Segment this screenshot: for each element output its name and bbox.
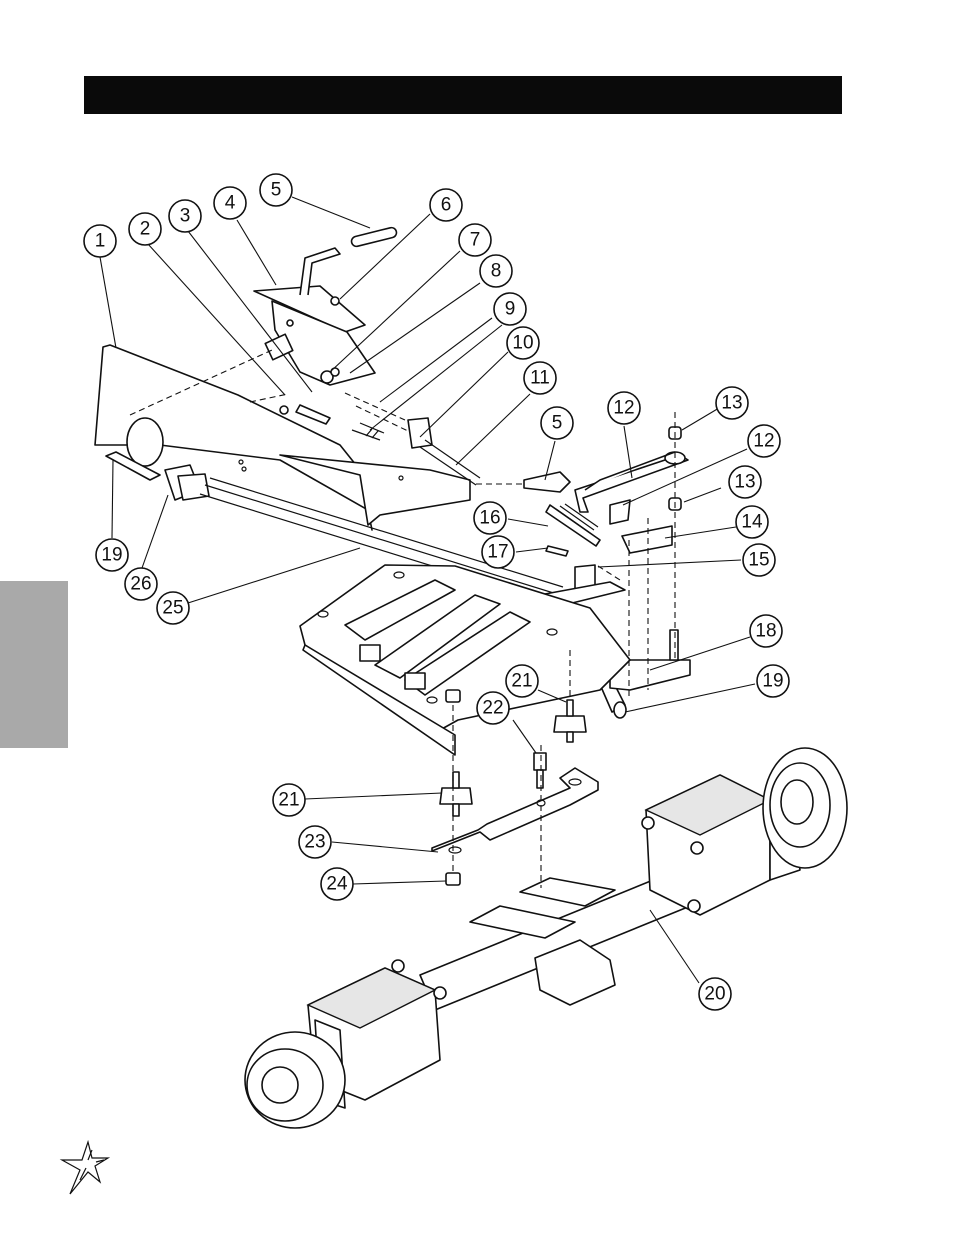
callout-label: 12 xyxy=(613,398,634,419)
callout-label: 24 xyxy=(326,874,348,895)
callout-19: 19 xyxy=(95,538,129,572)
callout-label: 6 xyxy=(441,195,452,216)
callout-label: 14 xyxy=(741,512,763,533)
header-bar xyxy=(84,76,842,114)
callout-25: 25 xyxy=(156,591,190,625)
callout-label: 9 xyxy=(505,299,516,320)
callout-label: 22 xyxy=(482,698,503,719)
callout-label: 2 xyxy=(140,219,151,240)
callout-13: 13 xyxy=(715,386,749,420)
callout-8: 8 xyxy=(479,254,513,288)
callout-label: 5 xyxy=(552,413,563,434)
star-logo-icon xyxy=(59,1139,111,1195)
callout-6: 6 xyxy=(429,188,463,222)
callout-12: 12 xyxy=(607,391,641,425)
callout-19b: 19 xyxy=(756,664,790,698)
callout-label: 15 xyxy=(748,550,769,571)
callout-label: 18 xyxy=(755,621,776,642)
isolator-mount xyxy=(431,689,599,886)
callout-17: 17 xyxy=(481,535,515,569)
callout-13b: 13 xyxy=(728,465,762,499)
callout-label: 23 xyxy=(304,832,325,853)
callout-label: 1 xyxy=(95,231,106,252)
callout-label: 7 xyxy=(470,230,481,251)
lever-rod xyxy=(279,404,571,493)
callout-24: 24 xyxy=(320,867,354,901)
callout-label: 26 xyxy=(130,574,151,595)
callout-label: 5 xyxy=(271,180,282,201)
callout-3: 3 xyxy=(168,199,202,233)
callout-9: 9 xyxy=(493,292,527,326)
callout-18: 18 xyxy=(749,614,783,648)
callout-label: 10 xyxy=(512,333,533,354)
side-tab xyxy=(0,581,68,748)
callout-23: 23 xyxy=(298,825,332,859)
callout-22: 22 xyxy=(476,691,510,725)
callout-label: 20 xyxy=(704,984,725,1005)
callout-11: 11 xyxy=(523,361,557,395)
axle-assembly xyxy=(244,747,848,1129)
mounting-frame xyxy=(299,564,631,756)
handle-bracket xyxy=(253,226,398,386)
callout-label: 13 xyxy=(721,393,742,414)
callout-20: 20 xyxy=(698,977,732,1011)
callout-label: 19 xyxy=(762,671,783,692)
callout-label: 21 xyxy=(278,790,299,811)
callout-10: 10 xyxy=(506,326,540,360)
callout-12b: 12 xyxy=(747,424,781,458)
callout-5: 5 xyxy=(259,173,293,207)
callout-15: 15 xyxy=(742,543,776,577)
callout-label: 25 xyxy=(162,598,183,619)
callout-label: 16 xyxy=(479,508,500,529)
callout-16: 16 xyxy=(473,501,507,535)
callout-label: 13 xyxy=(734,472,755,493)
callout-label: 4 xyxy=(225,193,236,214)
callout-label: 8 xyxy=(491,261,502,282)
callout-4: 4 xyxy=(213,186,247,220)
callout-label: 17 xyxy=(487,542,508,563)
callout-label: 11 xyxy=(530,368,550,389)
callout-21: 21 xyxy=(505,664,539,698)
callout-label: 12 xyxy=(753,431,774,452)
callout-label: 21 xyxy=(511,671,532,692)
callout-21b: 21 xyxy=(272,783,306,817)
callout-5b: 5 xyxy=(540,406,574,440)
callout-1: 1 xyxy=(83,224,117,258)
callout-label: 3 xyxy=(180,206,191,227)
callout-14: 14 xyxy=(735,505,769,539)
callout-2: 2 xyxy=(128,212,162,246)
callout-26: 26 xyxy=(124,567,158,601)
leader-lines xyxy=(99,196,756,984)
callout-label: 19 xyxy=(101,545,122,566)
callout-7: 7 xyxy=(458,223,492,257)
chute-plate xyxy=(94,344,471,531)
